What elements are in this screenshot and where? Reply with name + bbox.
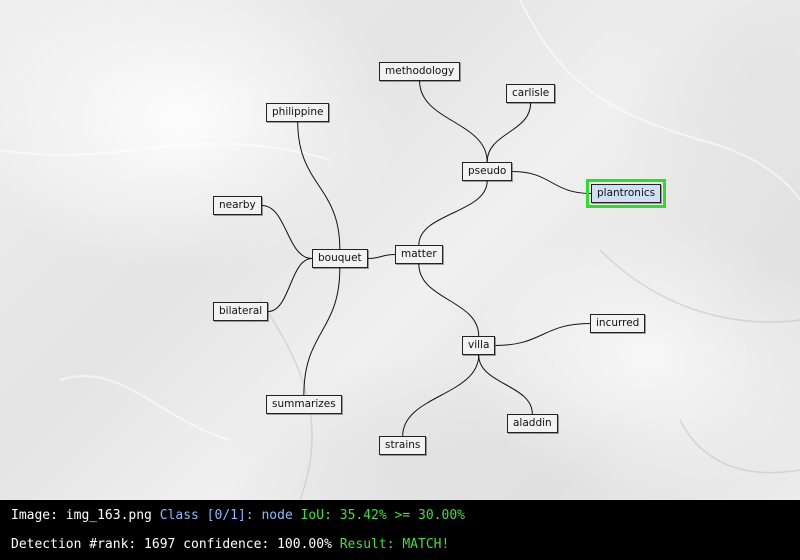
status-bar: Image: img_163.png Class [0/1]: node IoU…: [0, 500, 800, 560]
edge-layer: [261, 80, 592, 437]
edge-bilateral-bouquet: [268, 258, 313, 312]
image-label: Image: img_163.png: [11, 508, 152, 523]
node-pseudo[interactable]: pseudo: [462, 162, 513, 181]
edge-matter-villa: [418, 263, 480, 337]
node-villa[interactable]: villa: [462, 336, 496, 355]
node-plantronics[interactable]: plantronics: [585, 179, 667, 208]
node-aladdin[interactable]: aladdin: [507, 414, 558, 433]
node-strains[interactable]: strains: [379, 436, 427, 455]
edge-pseudo-carlisle: [486, 102, 532, 163]
status-line-2: Detection #rank: 1697 confidence: 100.00…: [11, 537, 449, 552]
diagram-edges: [0, 0, 800, 500]
edge-pseudo-plantronics: [512, 171, 592, 194]
node-summarizes[interactable]: summarizes: [266, 395, 342, 414]
iou-label: IoU: 35.42% >= 30.00%: [300, 508, 465, 523]
node-philippine[interactable]: philippine: [266, 103, 330, 122]
node-bouquet[interactable]: bouquet: [312, 249, 368, 268]
status-line-1: Image: img_163.png Class [0/1]: node IoU…: [11, 508, 465, 523]
node-bilateral[interactable]: bilateral: [213, 302, 269, 321]
edge-matter-pseudo: [418, 180, 488, 246]
edge-nearby-bouquet: [261, 205, 313, 259]
edge-villa-strains: [402, 354, 480, 437]
node-nearby[interactable]: nearby: [213, 196, 262, 215]
result-label: Result: MATCH!: [339, 537, 450, 552]
edge-villa-aladdin: [478, 354, 533, 415]
node-incurred[interactable]: incurred: [590, 314, 646, 333]
edge-villa-incurred: [495, 323, 591, 346]
edge-bouquet-matter: [367, 254, 396, 259]
class-label: Class [0/1]: node: [159, 508, 293, 523]
edge-philippine-bouquet: [297, 121, 341, 250]
node-matter[interactable]: matter: [395, 245, 443, 264]
diagram-canvas: methodology carlisle philippine pseudo p…: [0, 0, 800, 500]
edge-summarizes-bouquet: [303, 267, 341, 396]
paper-creases: [0, 0, 800, 500]
node-methodology[interactable]: methodology: [379, 62, 461, 81]
detection-label: Detection #rank: 1697 confidence: 100.00…: [11, 537, 332, 552]
edge-pseudo-methodology: [419, 80, 488, 163]
node-carlisle[interactable]: carlisle: [506, 84, 556, 103]
